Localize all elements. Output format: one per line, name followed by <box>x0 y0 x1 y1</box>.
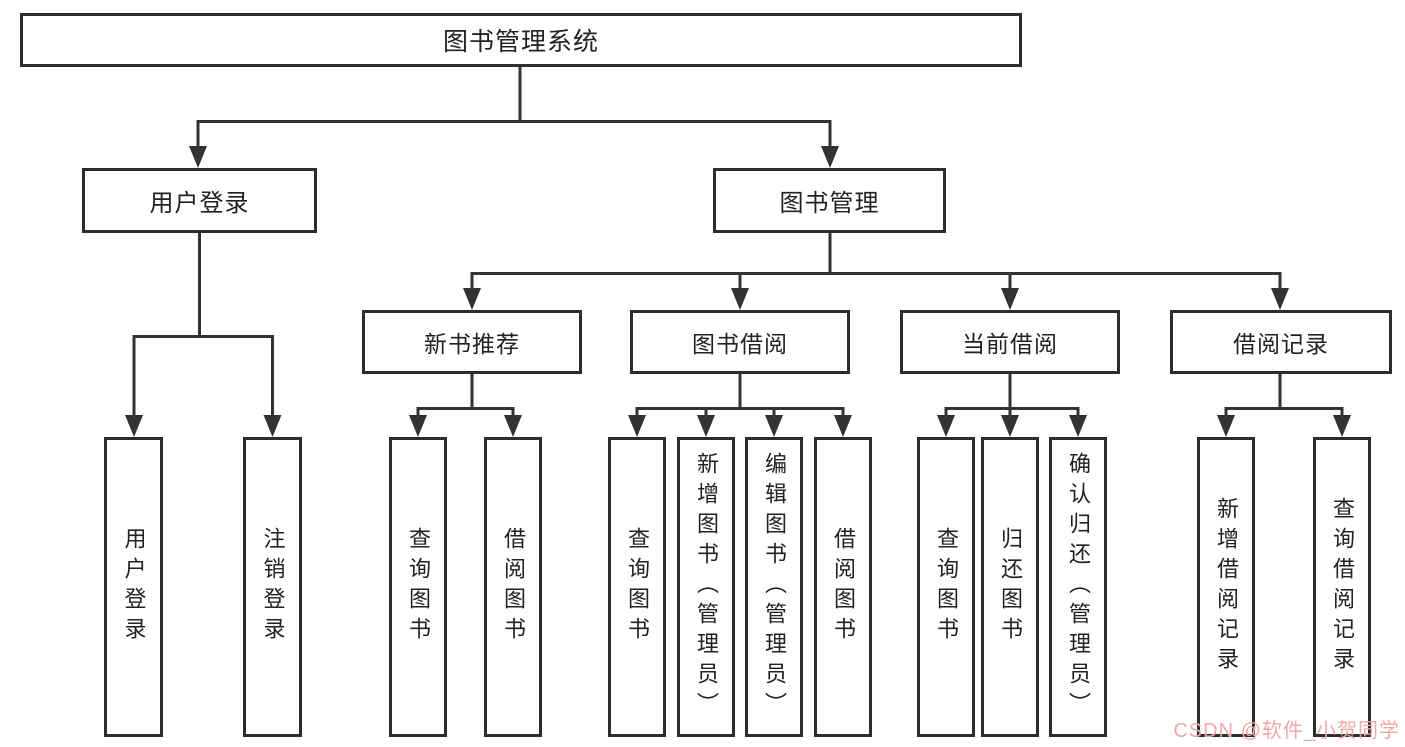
leaf-query-books-recommend: 查询图书 <box>389 437 447 737</box>
leaf-logout-label: 注销登录 <box>260 527 286 647</box>
leaf-query-books-borrowing-label: 查询图书 <box>625 527 650 647</box>
node-book-management: 图书管理 <box>713 168 946 233</box>
leaf-return-books-label: 归还图书 <box>998 527 1023 647</box>
leaf-query-books-current: 查询图书 <box>917 437 975 737</box>
leaf-borrow-books-recommend: 借阅图书 <box>484 437 542 737</box>
leaf-edit-books-admin: 编辑图书（管理员） <box>745 437 803 737</box>
leaf-borrow-books: 借阅图书 <box>814 437 872 737</box>
leaf-edit-books-admin-label: 编辑图书（管理员） <box>762 452 787 722</box>
node-library-management-system: 图书管理系统 <box>20 13 1022 67</box>
leaf-query-books-borrowing: 查询图书 <box>608 437 666 737</box>
leaf-add-borrow-record: 新增借阅记录 <box>1197 437 1255 737</box>
leaf-confirm-return-admin: 确认归还（管理员） <box>1049 437 1107 737</box>
leaf-add-books-admin: 新增图书（管理员） <box>677 437 735 737</box>
leaf-query-books-current-label: 查询图书 <box>934 527 959 647</box>
csdn-watermark: CSDN @软件_小贺同学 <box>1173 720 1400 742</box>
leaf-user-login-label: 用户登录 <box>121 527 147 647</box>
node-user-login: 用户登录 <box>82 168 317 233</box>
leaf-borrow-books-recommend-label: 借阅图书 <box>501 527 526 647</box>
node-new-book-recommend: 新书推荐 <box>362 310 582 374</box>
leaf-add-borrow-record-label: 新增借阅记录 <box>1214 497 1239 677</box>
leaf-return-books: 归还图书 <box>981 437 1039 737</box>
node-current-borrowing: 当前借阅 <box>900 310 1120 374</box>
leaf-add-books-admin-label: 新增图书（管理员） <box>694 452 719 722</box>
node-borrow-records: 借阅记录 <box>1170 310 1392 374</box>
leaf-query-books-recommend-label: 查询图书 <box>406 527 431 647</box>
leaf-query-borrow-record-label: 查询借阅记录 <box>1330 497 1355 677</box>
leaf-logout: 注销登录 <box>243 437 302 737</box>
node-book-borrowing: 图书借阅 <box>630 310 850 374</box>
leaf-borrow-books-label: 借阅图书 <box>831 527 856 647</box>
leaf-query-borrow-record: 查询借阅记录 <box>1313 437 1371 737</box>
leaf-user-login: 用户登录 <box>104 437 163 737</box>
leaf-confirm-return-admin-label: 确认归还（管理员） <box>1066 452 1091 722</box>
